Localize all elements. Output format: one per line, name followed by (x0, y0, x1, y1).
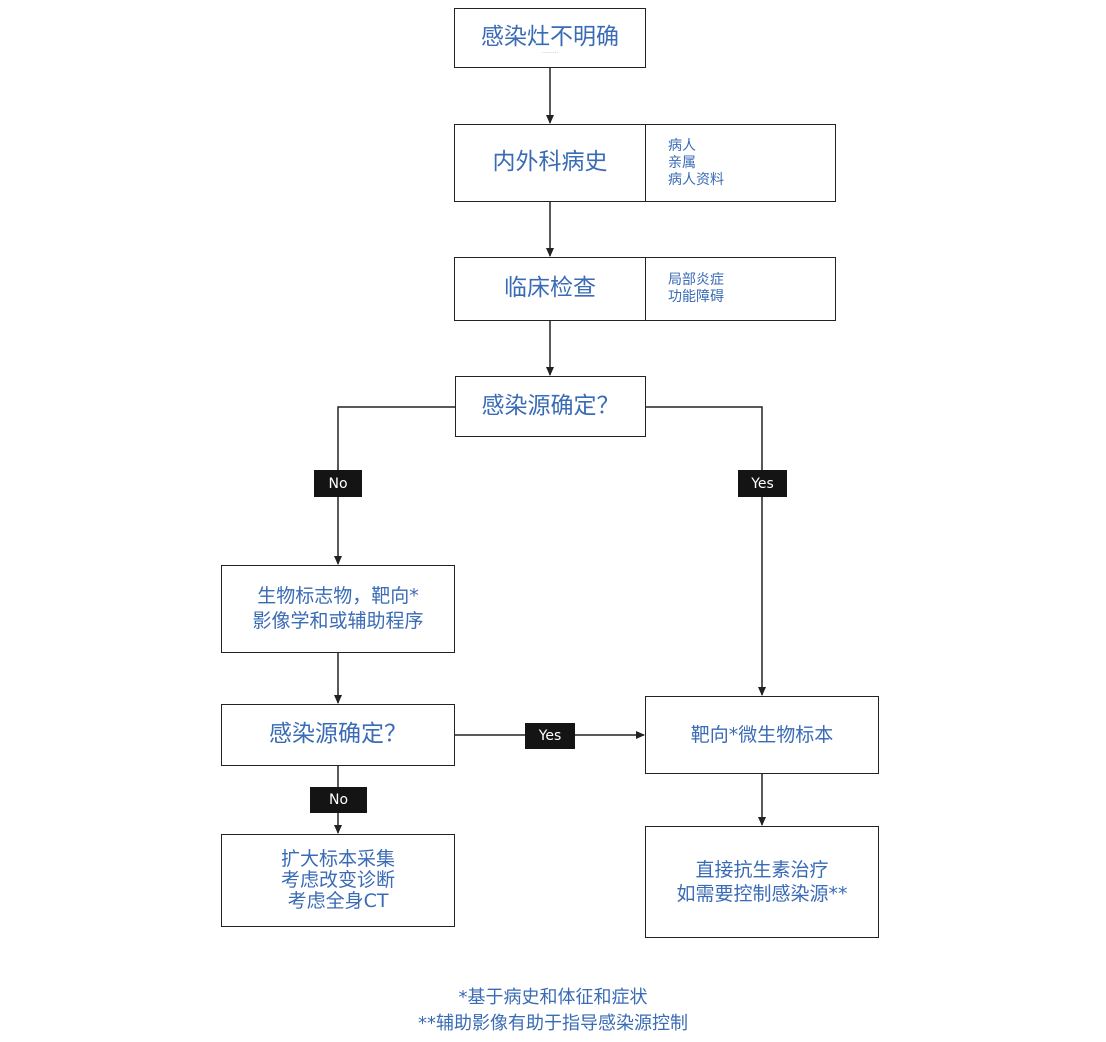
arrow-decision1-yes (646, 406, 766, 696)
expand-node: 扩大标本采集 考虑改变诊断 考虑全身CT (221, 834, 455, 927)
arrow-decision1-no (334, 406, 455, 565)
specimen-node: 靶向*微生物标本 (645, 696, 879, 774)
no-tag-1: No (314, 470, 362, 497)
start-node-label: 感染灶不明确 (481, 24, 619, 51)
history-note: 亲属 (668, 154, 696, 171)
expand-line: 考虑改变诊断 (280, 869, 395, 892)
history-note: 病人资料 (668, 171, 724, 188)
no-tag-2: No (310, 787, 367, 813)
history-note: 病人 (668, 137, 696, 154)
decision1-node: 感染源确定？ (455, 376, 646, 437)
history-notes: 病人 亲属 病人资料 (646, 124, 836, 202)
history-node-label: 内外科病史 (492, 149, 608, 176)
yes-tag-2: Yes (525, 723, 575, 749)
start-node: 感染灶不明确 (454, 8, 646, 68)
treatment-line: 直接抗生素治疗 (695, 858, 829, 881)
yes-tag-1: Yes (738, 470, 787, 497)
decision2-label: 感染源确定？ (269, 721, 407, 748)
exam-notes: 局部炎症 功能障碍 (646, 257, 836, 321)
biomarkers-node: 生物标志物，靶向* 影像学和或辅助程序 (221, 565, 455, 653)
biomarkers-line: 影像学和或辅助程序 (252, 610, 424, 632)
decision1-label: 感染源确定？ (481, 392, 620, 419)
history-divider (645, 124, 646, 202)
expand-line: 考虑全身CT (287, 889, 389, 912)
footnote: **辅助影像有助于指导感染源控制 (418, 1013, 688, 1034)
exam-divider (645, 257, 646, 321)
exam-note: 功能障碍 (668, 289, 724, 305)
start-node-sublabel: ········· (541, 50, 559, 57)
expand-line: 扩大标本采集 (280, 848, 395, 871)
exam-note: 局部炎症 (668, 272, 724, 288)
specimen-label: 靶向*微生物标本 (690, 723, 834, 746)
biomarkers-line: 生物标志物，靶向* (257, 585, 419, 608)
treatment-line: 如需要控制感染源** (676, 882, 848, 905)
treatment-node: 直接抗生素治疗 如需要控制感染源** (645, 826, 879, 938)
decision2-node: 感染源确定？ (221, 704, 455, 766)
footnote: *基于病史和体征和症状 (458, 987, 648, 1008)
exam-node-label: 临床检查 (504, 275, 596, 302)
